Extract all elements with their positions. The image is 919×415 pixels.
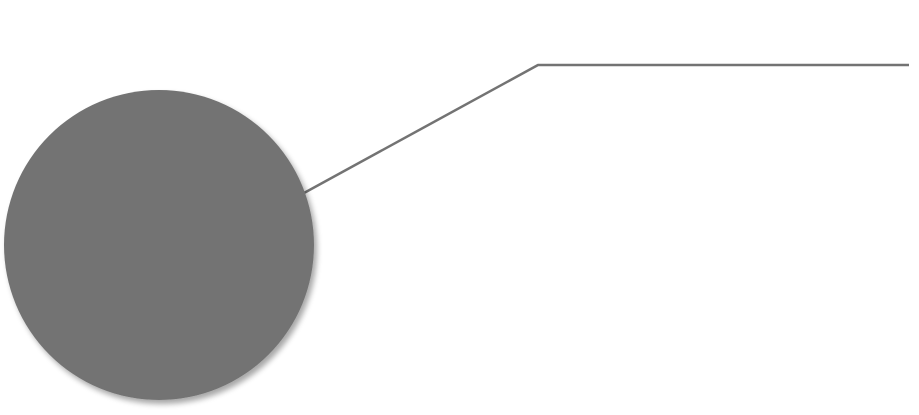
main-circle	[4, 90, 314, 400]
callout-leader-line	[303, 63, 909, 195]
